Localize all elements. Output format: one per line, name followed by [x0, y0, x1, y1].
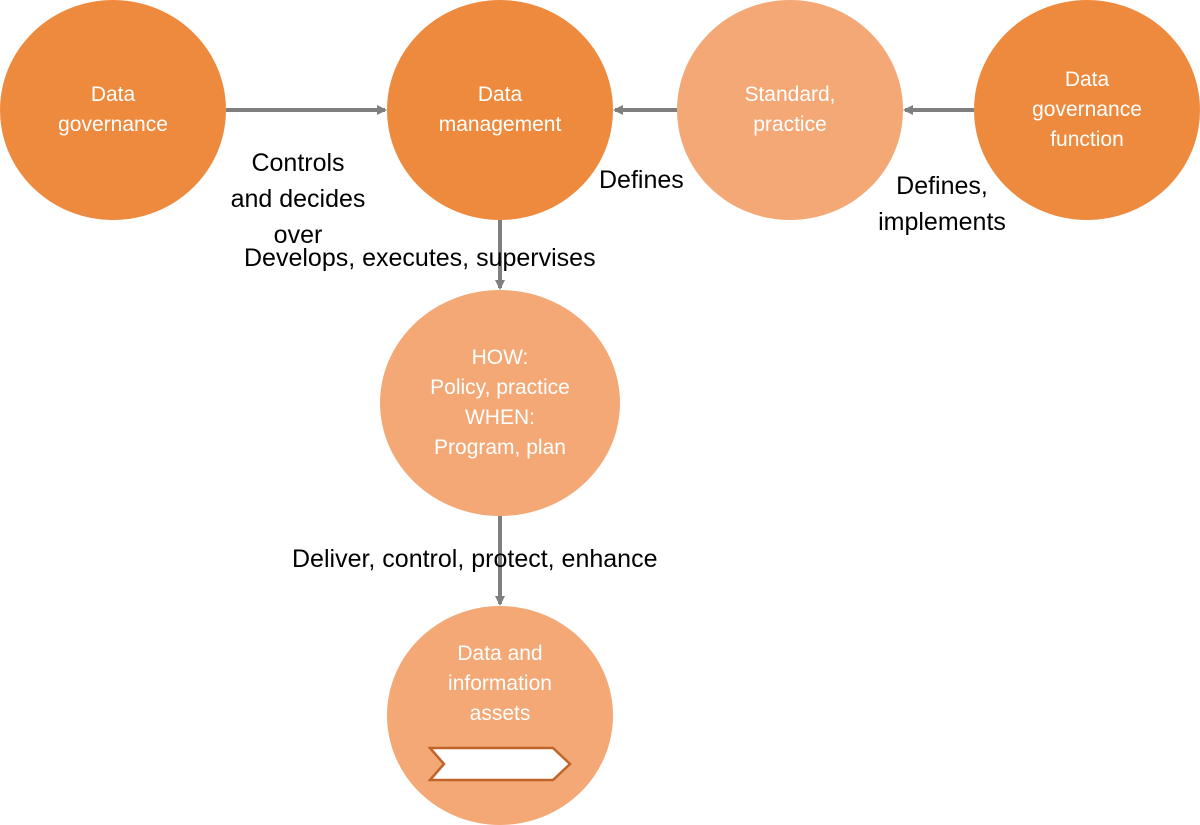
- node-text-line: management: [438, 113, 562, 136]
- edge-text-line: and decides: [230, 185, 366, 213]
- edge-label-defines-implements: Defines, implements: [868, 168, 1016, 240]
- node-data-management-label: Data management: [409, 80, 592, 140]
- edge-label-controls: Controls and decides over: [198, 145, 398, 253]
- node-text-line: information: [448, 672, 552, 695]
- node-text-line: Policy, practice: [430, 376, 570, 399]
- node-data-information-assets: Data and information assets: [387, 606, 613, 825]
- edge-label-develops: Develops, executes, supervises: [244, 240, 596, 276]
- node-text-line: Data: [90, 83, 136, 106]
- node-data-governance-function-label: Data governance function: [1002, 65, 1172, 155]
- node-text-line: Data: [477, 83, 523, 106]
- node-how-when: HOW: Policy, practice WHEN: Program, pla…: [380, 290, 620, 516]
- node-text-line: HOW:: [471, 346, 529, 369]
- edge-label-defines: Defines: [599, 162, 684, 198]
- edge-text-line: Deliver, control, protect, enhance: [292, 545, 658, 573]
- node-standard-practice: Standard, practice: [677, 0, 903, 220]
- node-data-management: Data management: [387, 0, 613, 220]
- node-how-when-label: HOW: Policy, practice WHEN: Program, pla…: [400, 343, 600, 463]
- node-text-line: governance: [1032, 98, 1142, 121]
- edge-text-line: implements: [878, 208, 1006, 236]
- node-text-line: WHEN:: [464, 406, 535, 429]
- node-text-line: Data: [1064, 68, 1110, 91]
- node-text-line: Data and: [457, 642, 543, 665]
- asset-tag-chevron-icon: [428, 746, 572, 782]
- node-text-line: governance: [58, 113, 168, 136]
- edge-text-line: Defines,: [896, 172, 988, 200]
- edge-text-line: Defines: [599, 166, 684, 194]
- edge-text-line: Develops, executes, supervises: [244, 244, 596, 272]
- edge-text-line: over: [273, 221, 323, 249]
- node-text-line: Standard,: [744, 83, 836, 106]
- node-data-governance-label: Data governance: [28, 80, 198, 140]
- node-assets-label: Data and information assets: [418, 606, 582, 729]
- node-text-line: function: [1050, 128, 1124, 151]
- node-data-governance-function: Data governance function: [974, 0, 1200, 220]
- node-standard-practice-label: Standard, practice: [714, 80, 865, 140]
- node-text-line: assets: [469, 702, 531, 725]
- node-text-line: Program, plan: [434, 436, 566, 459]
- node-data-governance: Data governance: [0, 0, 226, 220]
- edge-text-line: Controls: [251, 149, 345, 177]
- node-text-line: practice: [753, 113, 827, 136]
- edge-label-deliver: Deliver, control, protect, enhance: [292, 541, 657, 577]
